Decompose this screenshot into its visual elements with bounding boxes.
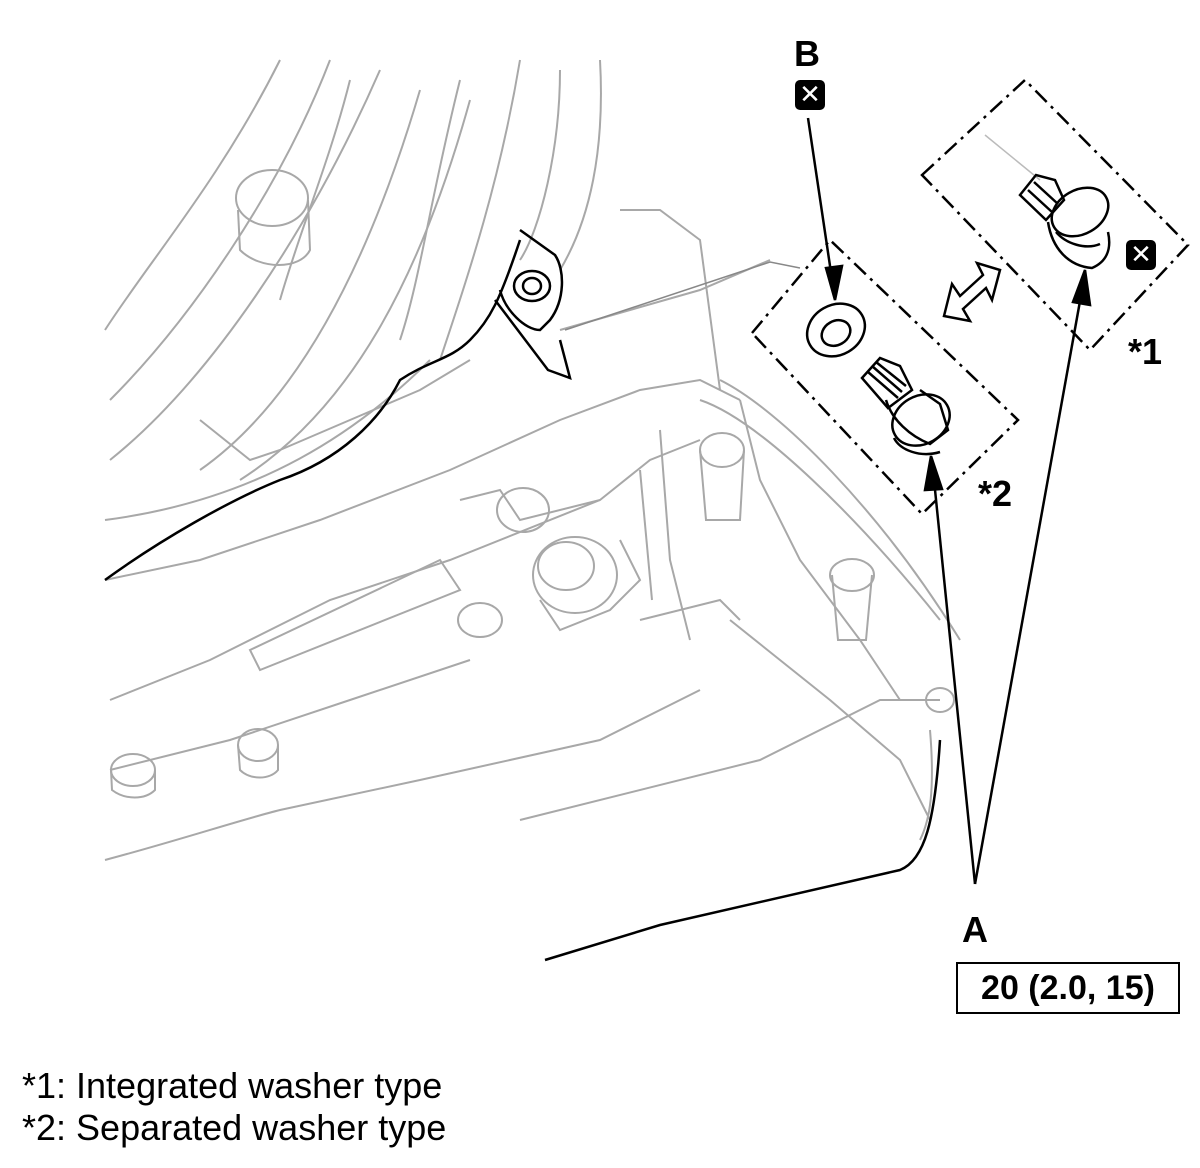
label-b: B	[794, 33, 820, 74]
drain-plug-hole	[494, 228, 572, 380]
x-in-square-icon: ✕	[795, 80, 825, 110]
integrated-washer-box	[920, 78, 1190, 352]
washer-part-b	[805, 302, 867, 358]
drain-bolt-integrated	[1018, 173, 1111, 270]
legend-item: *2: Separated washer type	[22, 1107, 447, 1148]
leader-line	[564, 261, 801, 331]
legend-item: *1: Integrated washer type	[22, 1065, 443, 1106]
label-a: A	[962, 909, 988, 950]
label-star2: *2	[978, 473, 1013, 514]
transmission-housing	[104, 59, 961, 861]
double-arrow-icon	[942, 260, 1002, 323]
label-star1: *1	[1128, 331, 1163, 372]
drain-bolt-separated	[860, 356, 951, 456]
torque-spec-box: 20 (2.0, 15)	[956, 962, 1180, 1014]
callout-arrows	[806, 117, 1092, 885]
x-in-square-icon: ✕	[1126, 240, 1156, 270]
housing-edge	[104, 239, 942, 962]
separated-washer-box	[750, 238, 1020, 516]
